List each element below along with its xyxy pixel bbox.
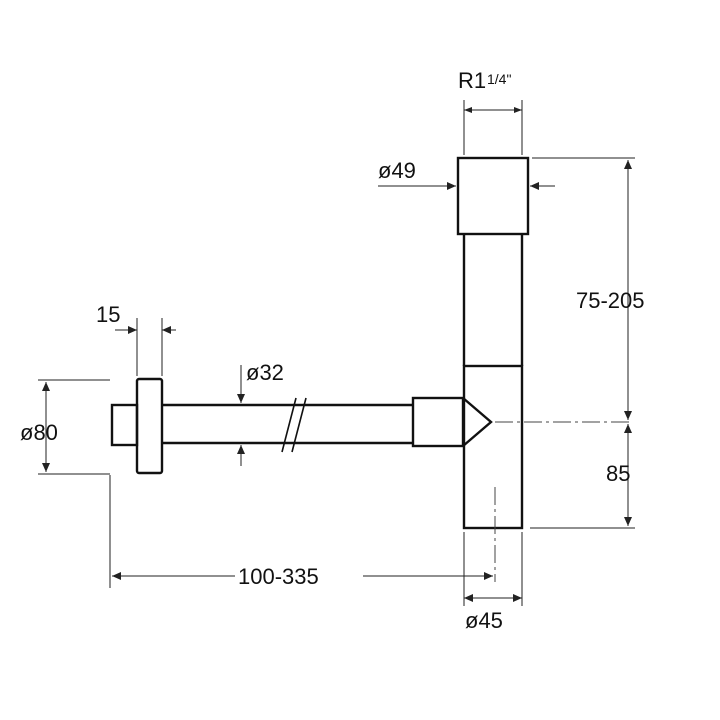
conical-insert — [462, 397, 493, 447]
thread-label: R1 — [458, 68, 486, 93]
cap-diameter-label: ø49 — [378, 158, 416, 183]
rosette-thk-arrow-right — [162, 326, 171, 334]
outlet-diameter-label: ø45 — [465, 608, 503, 633]
cap-diameter-arrow-right — [530, 182, 539, 190]
thread-arrow-left — [464, 107, 472, 113]
thread-fraction-label: 1/4" — [487, 71, 511, 87]
tube-dia-arrow-bottom — [237, 445, 245, 454]
rosette-thk-arrow-left — [128, 326, 137, 334]
rosette-dia-arrow-bottom — [42, 463, 50, 472]
horiz-arrow-right — [484, 572, 493, 580]
tube-nut — [411, 396, 465, 448]
rosette-diameter-label: ø80 — [20, 420, 58, 445]
tube-dia-arrow-top — [237, 394, 245, 403]
horizontal-range-label: 100-335 — [238, 564, 319, 589]
height-range-label: 75-205 — [576, 288, 645, 313]
trap-arrow-top — [624, 424, 632, 433]
rosette-dia-arrow-top — [42, 382, 50, 391]
tube-break-mark-1 — [281, 397, 297, 453]
rosette-thickness-label: 15 — [96, 302, 120, 327]
wall-stub — [110, 403, 139, 447]
height-arrow-bottom — [624, 411, 632, 420]
cap-nut — [456, 156, 530, 236]
trap-arrow-bottom — [624, 517, 632, 526]
outlet-arrow-left — [464, 594, 473, 602]
thread-arrow-right — [514, 107, 522, 113]
tube-break-mark-2 — [291, 397, 307, 453]
outlet-arrow-right — [513, 594, 522, 602]
cap-diameter-arrow-left — [447, 182, 456, 190]
trap-height-label: 85 — [606, 461, 630, 486]
tube-diameter-label: ø32 — [246, 360, 284, 385]
horiz-arrow-left — [112, 572, 121, 580]
height-arrow-top — [624, 160, 632, 169]
wall-rosette — [135, 377, 164, 475]
bottle-body — [462, 364, 524, 530]
